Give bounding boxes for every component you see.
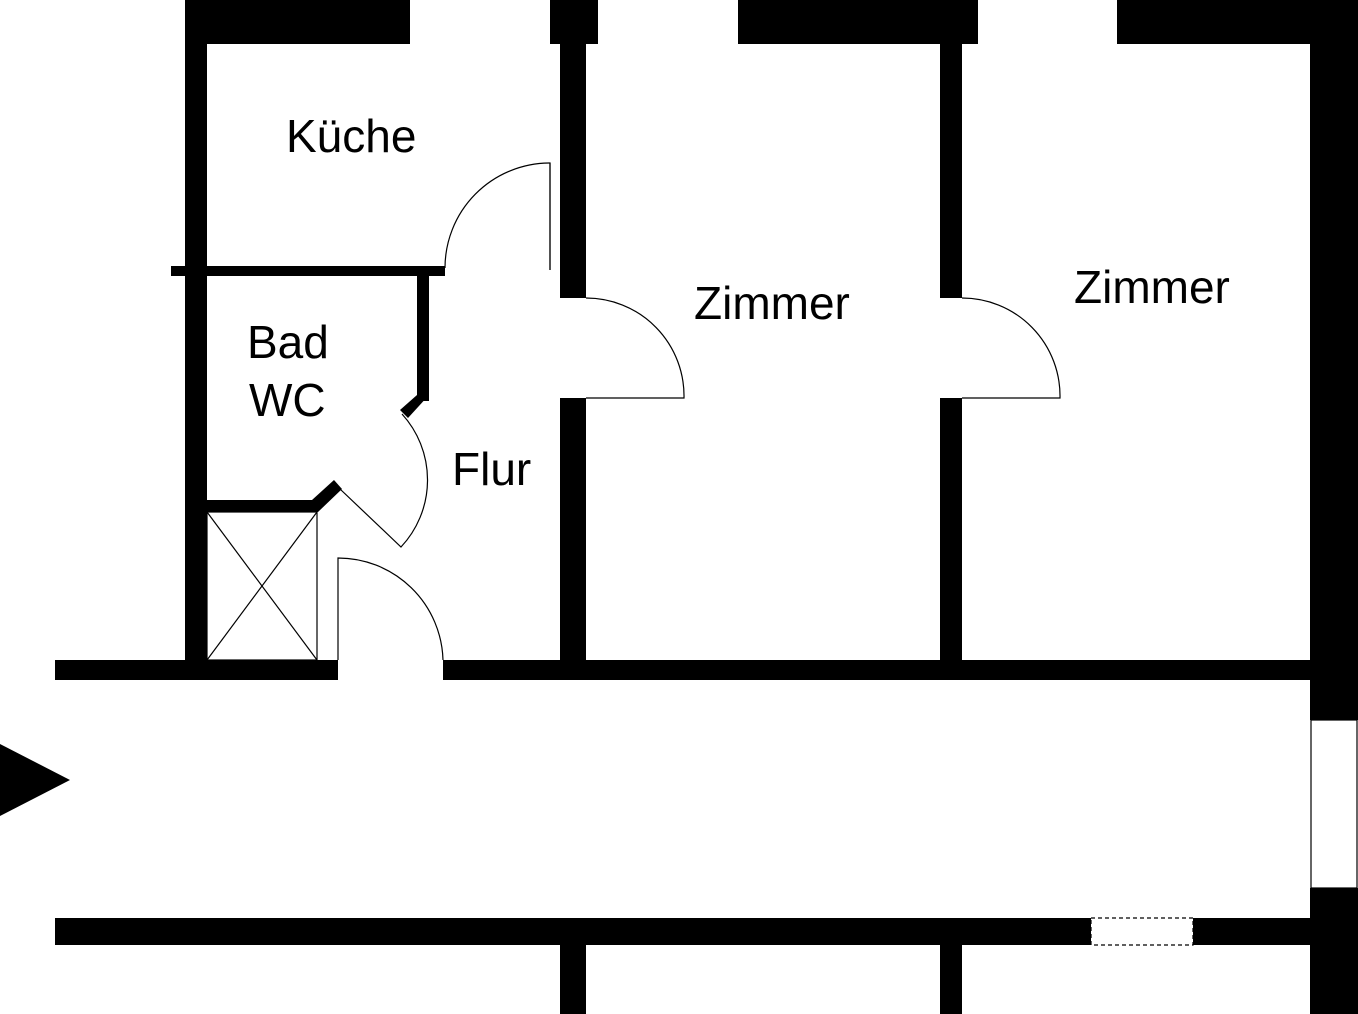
lower-stub-1 <box>560 945 586 1014</box>
door-zimmer-2 <box>961 297 1061 399</box>
label-flur: Flur <box>452 443 531 495</box>
shaft-cross-icon <box>206 511 318 661</box>
right-wall-lower <box>1310 888 1358 1014</box>
label-zimmer-1: Zimmer <box>694 277 850 329</box>
windows <box>1090 719 1358 946</box>
right-wall-upper <box>1310 0 1358 720</box>
wall-bath-bottom <box>185 500 318 512</box>
wall-zimmer1-upper <box>560 0 586 298</box>
door-entrance <box>337 557 444 661</box>
door-bath <box>339 413 429 548</box>
wall-bath-flur <box>417 266 429 401</box>
label-zimmer-2: Zimmer <box>1074 261 1230 313</box>
wall-zimmer2-upper <box>940 0 962 298</box>
bottom-wall-left <box>55 660 338 680</box>
top-wall-mid-2 <box>738 0 978 44</box>
wall-zimmer2-lower <box>940 398 962 680</box>
label-bad: Bad <box>247 316 329 368</box>
wall-bath-angle <box>400 395 429 418</box>
entrance-arrow-icon <box>0 744 70 816</box>
door-kitchen <box>444 162 551 270</box>
wall-bath-bottom-angle <box>312 480 342 512</box>
door-zimmer-1 <box>585 297 685 399</box>
corridor-wall-right <box>1193 918 1358 945</box>
window-right <box>1310 719 1358 889</box>
interior-walls <box>171 0 962 680</box>
label-wc: WC <box>249 374 326 426</box>
bottom-wall-right <box>443 660 1358 680</box>
doors <box>337 162 1061 661</box>
wall-zimmer1-lower <box>560 398 586 680</box>
wall-kitchen-bath <box>171 266 445 276</box>
top-wall-left <box>185 0 410 44</box>
lower-stub-2 <box>940 945 962 1014</box>
left-wall <box>185 0 207 680</box>
room-labels: Küche Bad WC Flur Zimmer Zimmer <box>247 110 1230 495</box>
corridor-wall-left <box>55 918 1091 945</box>
top-wall-right <box>1117 0 1330 44</box>
label-kueche: Küche <box>286 110 416 162</box>
window-corridor <box>1090 917 1194 946</box>
